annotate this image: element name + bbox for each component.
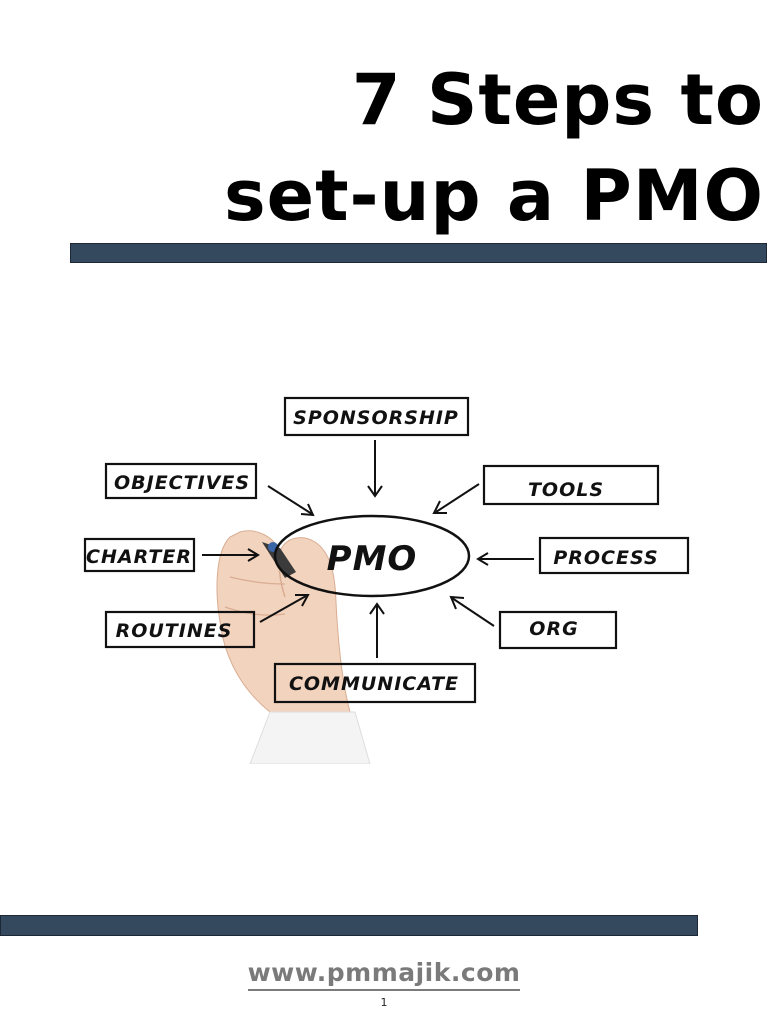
title-divider-bar — [70, 243, 767, 263]
routines-arrow — [259, 595, 307, 623]
pmo-diagram-illustration: PMO SPONSORSHIP OBJECTIVES CHARTER ROUTI… — [80, 392, 692, 764]
title-line-1: 7 Steps to — [351, 59, 764, 141]
sponsorship-box — [283, 396, 470, 437]
tools-arrow — [435, 483, 480, 513]
website-link[interactable]: www.pmmajik.com — [247, 958, 521, 991]
org-arrow — [451, 597, 495, 627]
process-label: PROCESS — [553, 547, 658, 569]
sponsorship-label: SPONSORSHIP — [293, 407, 459, 429]
footer-website: www.pmmajik.com — [0, 958, 768, 991]
org-label: ORG — [529, 618, 578, 640]
title-line-2: set-up a PMO — [223, 155, 764, 237]
objectives-box — [104, 462, 258, 500]
document-title: 7 Steps to set-up a PMO — [204, 52, 764, 244]
communicate-box — [273, 662, 477, 704]
page-number: 1 — [380, 996, 388, 1009]
footer-divider-bar — [0, 915, 698, 936]
process-box — [538, 536, 690, 575]
charter-label: CHARTER — [86, 546, 192, 568]
routines-label: ROUTINES — [116, 620, 233, 642]
tools-box — [482, 464, 660, 506]
center-ellipse — [273, 514, 471, 598]
center-label: PMO — [327, 539, 418, 579]
charter-box — [83, 537, 196, 573]
org-box — [498, 610, 618, 650]
objectives-label: OBJECTIVES — [114, 472, 250, 494]
routines-box — [104, 610, 256, 649]
objectives-arrow — [267, 485, 313, 515]
tools-label: TOOLS — [528, 479, 604, 501]
hand-illustration — [216, 530, 371, 764]
communicate-label: COMMUNICATE — [289, 673, 459, 695]
